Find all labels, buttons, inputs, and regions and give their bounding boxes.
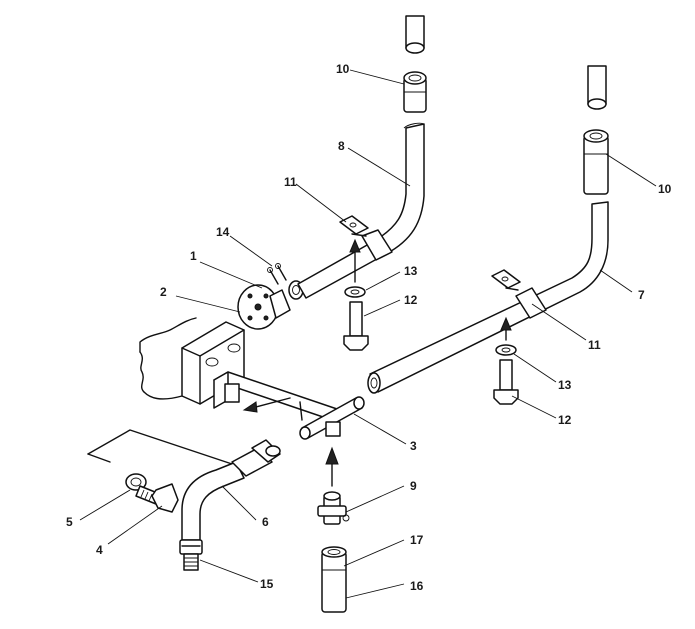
upper-pipe <box>297 122 425 299</box>
upper-bolt <box>343 301 369 351</box>
upper-bolt-arrow <box>349 238 361 283</box>
callout-12-upper: 12 <box>404 293 418 307</box>
callout-16: 16 <box>410 579 424 593</box>
screws <box>267 263 287 285</box>
lower-washer <box>495 344 517 356</box>
small-hose <box>321 546 347 613</box>
callout-6: 6 <box>262 515 269 529</box>
callout-15: 15 <box>260 577 274 591</box>
upper-pipe-bracket <box>339 215 369 237</box>
callout-1: 1 <box>190 249 197 263</box>
callout-12-lower: 12 <box>558 413 572 427</box>
callout-11-lower: 11 <box>588 338 601 352</box>
callout-10-upper: 10 <box>336 62 350 76</box>
hose-fitting <box>179 539 203 571</box>
lower-bolt-arrow <box>500 316 512 341</box>
upper-washer <box>344 286 366 298</box>
callout-17: 17 <box>410 533 424 547</box>
callout-13-lower: 13 <box>558 378 572 392</box>
lower-hose <box>583 129 609 195</box>
upper-hose <box>403 71 427 113</box>
flange <box>237 280 304 330</box>
callout-2: 2 <box>160 285 167 299</box>
upper-pipe-stub <box>405 15 425 54</box>
callout-9: 9 <box>410 479 417 493</box>
lower-pipe-bracket <box>491 269 521 291</box>
bolt-and-washer <box>125 473 179 513</box>
callout-11-upper: 11 <box>284 175 297 189</box>
curved-hose <box>181 439 281 541</box>
callout-8: 8 <box>338 139 345 153</box>
callout-7: 7 <box>638 288 645 302</box>
callout-4: 4 <box>96 543 103 557</box>
manifold-tube <box>299 396 365 440</box>
assembly-arrow-left <box>242 397 291 413</box>
connector <box>317 491 350 525</box>
callout-5: 5 <box>66 515 73 529</box>
callout-10-lower: 10 <box>658 182 672 196</box>
manifold-bracket <box>213 371 341 421</box>
lower-bolt <box>493 359 519 405</box>
leader-lines <box>79 69 657 599</box>
callout-13-upper: 13 <box>404 264 418 278</box>
manifold-up-arrow <box>325 446 339 487</box>
lower-pipe-stub <box>587 65 607 110</box>
lower-pipe <box>367 201 609 394</box>
callout-14: 14 <box>216 225 230 239</box>
callout-3: 3 <box>410 439 417 453</box>
